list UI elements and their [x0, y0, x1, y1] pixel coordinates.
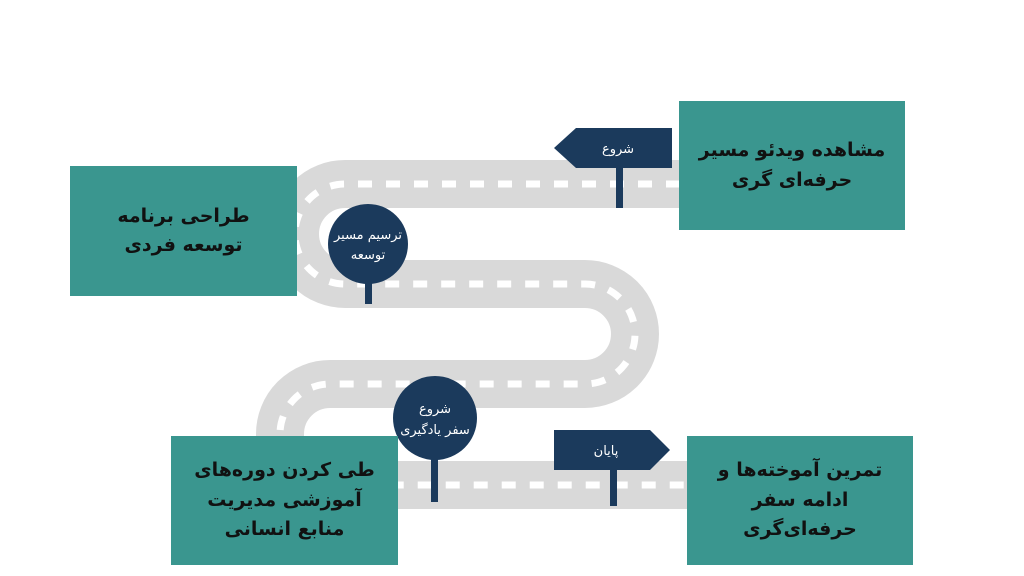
- journey-sign-post: [431, 440, 438, 502]
- end-flag-arrow: [554, 430, 670, 470]
- end-flag-sign: پایان: [554, 430, 670, 506]
- step-practice-continue: تمرین آموخته‌ها و ادامه سفر حرفه‌ای‌گری: [687, 436, 913, 565]
- start-flag-arrow: [554, 128, 672, 168]
- journey-sign-line1: شروع: [419, 402, 451, 417]
- step-complete-courses: طی کردن دوره‌های آموزشی مدیریت منابع انس…: [171, 436, 398, 565]
- journey-sign-line2: سفر یادگیری: [400, 422, 470, 438]
- roadmap-sign: ترسیم مسیر توسعه: [328, 204, 408, 304]
- end-flag-post: [610, 468, 617, 506]
- journey-sign-circle: [393, 376, 477, 460]
- end-flag-label: پایان: [594, 444, 619, 459]
- start-flag-post: [616, 168, 623, 208]
- step-design-plan: طراحی برنامه توسعه فردی: [70, 166, 297, 296]
- roadmap-sign-circle: [328, 204, 408, 284]
- start-flag-sign: شروع: [554, 128, 672, 208]
- journey-sign: شروع سفر یادگیری: [393, 376, 477, 502]
- start-flag-label: شروع: [602, 142, 634, 157]
- roadmap-sign-line2: توسعه: [351, 248, 386, 263]
- step-watch-video: مشاهده ویدئو مسیر حرفه‌ای گری: [679, 101, 905, 230]
- roadmap-sign-line1: ترسیم مسیر: [333, 228, 402, 243]
